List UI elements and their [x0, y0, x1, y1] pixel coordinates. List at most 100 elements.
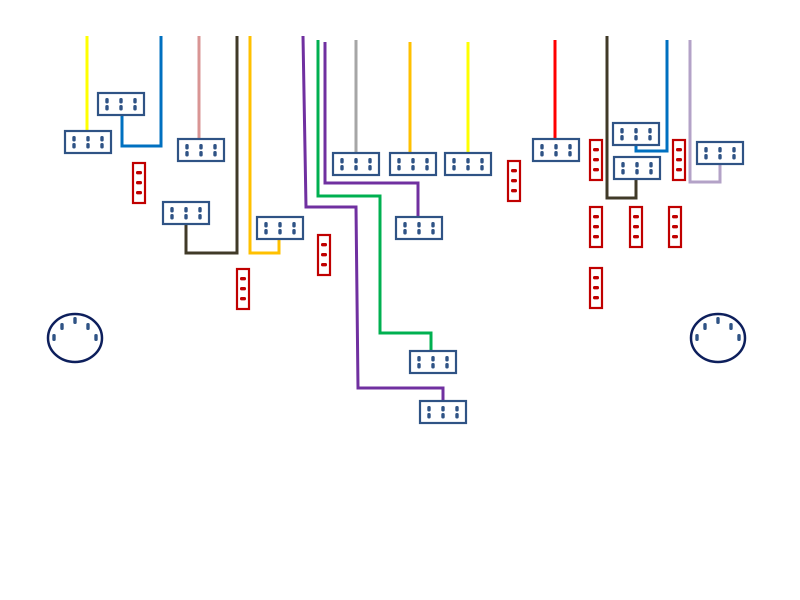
connector-pin	[403, 222, 407, 228]
connector-pin	[648, 135, 652, 141]
connector-pin	[136, 191, 142, 195]
connector-pin	[704, 147, 708, 153]
connector-pin	[620, 128, 624, 134]
connector-pin	[417, 222, 421, 228]
connector-pin	[593, 286, 599, 290]
connector-pin	[593, 296, 599, 300]
connector-pin	[321, 243, 327, 247]
connector-pin	[455, 406, 459, 412]
connector-pin	[170, 214, 174, 220]
connector-pin	[445, 363, 449, 369]
connector-pin	[278, 229, 282, 235]
connector-pin	[105, 98, 109, 104]
connector-body	[63, 129, 113, 155]
connector-body	[331, 151, 381, 177]
connector-pin	[411, 158, 415, 164]
connector-6pin	[611, 121, 661, 147]
connector-pin	[648, 128, 652, 134]
connector-pin	[540, 144, 544, 150]
connector-pin	[593, 235, 599, 239]
connector-pin	[184, 214, 188, 220]
connector-pin	[649, 162, 653, 168]
connector-pin	[354, 158, 358, 164]
connector-pin	[621, 169, 625, 175]
connector-3pin-red	[588, 205, 604, 249]
connector-pin	[672, 235, 678, 239]
connector-pin	[431, 229, 435, 235]
connector-pin	[417, 363, 421, 369]
connector-pin	[368, 165, 372, 171]
connector-pin	[511, 189, 517, 193]
connector-6pin	[695, 140, 745, 166]
connector-pin	[633, 225, 639, 229]
connector-pin	[704, 154, 708, 160]
din-pin	[60, 323, 64, 330]
connector-3pin-red	[588, 266, 604, 310]
connector-pin	[321, 263, 327, 267]
din-pin	[737, 334, 741, 341]
connector-pin	[185, 144, 189, 150]
connector-body	[612, 155, 662, 181]
connector-pin	[466, 165, 470, 171]
connector-6pin	[612, 155, 662, 181]
connector-6pin	[408, 349, 458, 375]
connector-pin	[441, 413, 445, 419]
connector-pin	[441, 406, 445, 412]
connector-body	[255, 215, 305, 241]
connector-pin	[340, 165, 344, 171]
connector-pin	[593, 276, 599, 280]
connector-pin	[136, 181, 142, 185]
connector-pin	[105, 105, 109, 111]
connector-pin	[133, 98, 137, 104]
connector-pin	[199, 151, 203, 157]
connector-pin	[213, 144, 217, 150]
connector-3pin-red	[316, 233, 332, 277]
connector-pin	[425, 165, 429, 171]
connector-body	[388, 151, 438, 177]
connector-pin	[354, 165, 358, 171]
connector-pin	[417, 356, 421, 362]
connector-pin	[100, 136, 104, 142]
connector-body	[695, 140, 745, 166]
din-pin	[729, 323, 733, 330]
wire-green	[316, 40, 433, 351]
din-pin	[695, 334, 699, 341]
connector-pin	[264, 229, 268, 235]
din-pin	[94, 334, 98, 341]
connector-pin	[554, 151, 558, 157]
din-pin	[73, 317, 77, 324]
din-pin	[716, 317, 720, 324]
connector-pin	[72, 136, 76, 142]
wire-dark	[605, 36, 638, 200]
connector-pin	[240, 297, 246, 301]
connector-body	[531, 137, 581, 163]
connector-pin	[676, 168, 682, 172]
connector-pin	[100, 143, 104, 149]
connector-pin	[676, 158, 682, 162]
connector-pin	[511, 179, 517, 183]
connector-pin	[86, 136, 90, 142]
connector-6pin	[531, 137, 581, 163]
connector-pin	[292, 222, 296, 228]
connector-pin	[119, 98, 123, 104]
connector-pin	[240, 277, 246, 281]
connector-pin	[672, 225, 678, 229]
connector-pin	[397, 165, 401, 171]
wire-dark	[184, 36, 239, 255]
connector-3pin-red	[235, 267, 251, 311]
connector-pin	[718, 147, 722, 153]
connector-pin	[86, 143, 90, 149]
connector-pin	[431, 356, 435, 362]
connector-pin	[119, 105, 123, 111]
connector-3pin-red	[671, 138, 687, 182]
connector-pin	[540, 151, 544, 157]
din-pin	[52, 334, 56, 341]
connector-pin	[136, 171, 142, 175]
connector-pin	[184, 207, 188, 213]
connector-pin	[593, 225, 599, 229]
connector-pin	[480, 158, 484, 164]
connector-3pin-red	[628, 205, 644, 249]
connector-pin	[403, 229, 407, 235]
